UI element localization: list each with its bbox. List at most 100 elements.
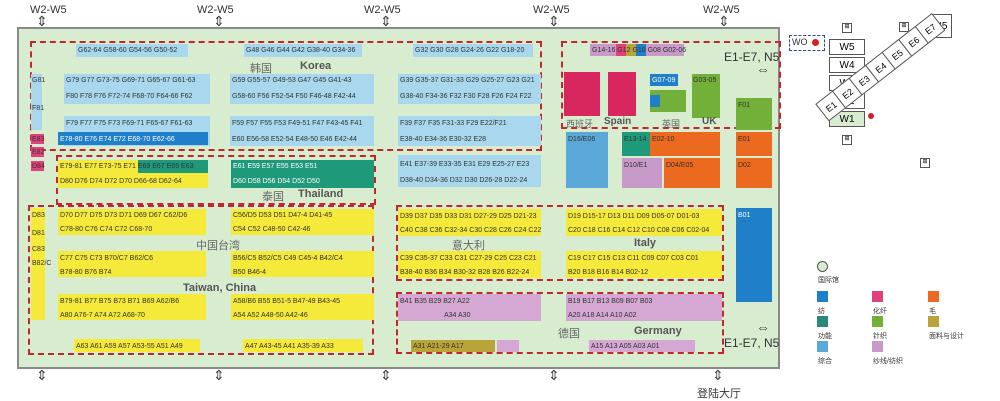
korea-booths[interactable]: [413, 44, 533, 57]
taiwan-booth-col[interactable]: [31, 208, 45, 320]
booth[interactable]: [664, 158, 720, 188]
thailand-label: Thailand: [298, 188, 344, 200]
booth-row: A80 A76-7 A74 A72 A68-70: [60, 312, 145, 319]
booth-row: A20 A18 A14 A10 A02: [568, 312, 637, 319]
korea-booths[interactable]: [398, 155, 541, 187]
legend-label: 面料与设计: [929, 333, 964, 340]
italy-booths[interactable]: [566, 209, 722, 236]
korea-booths[interactable]: [398, 116, 541, 146]
taiwan-booths[interactable]: [58, 294, 206, 320]
booth[interactable]: [636, 44, 646, 56]
spain-booths[interactable]: [608, 72, 636, 116]
italy-booths[interactable]: [398, 209, 541, 236]
gate-label: W2-W5: [197, 4, 234, 16]
booth-strip[interactable]: [411, 340, 495, 352]
thailand-booths[interactable]: [138, 160, 208, 173]
booth-row: C39 C35-37 C33 C31 C27-29 C25 C23 C21: [400, 255, 537, 262]
booth-row: G32 G30 G28 G24-26 G22 G18-20: [415, 47, 525, 54]
legend-label: 功能: [818, 333, 832, 340]
booth-row: C77 C75 C73 B70/C7 B62/C6: [60, 255, 153, 262]
italy-booths[interactable]: [566, 251, 722, 278]
wo-label: WO: [792, 37, 808, 47]
uk-booths[interactable]: [692, 74, 720, 118]
booth[interactable]: [31, 74, 42, 130]
uk-label: UK: [702, 116, 717, 127]
taiwan-booths[interactable]: [231, 294, 374, 320]
booth-row: F39 F37 F35 F31-33 F29 E22/F21: [400, 120, 507, 127]
booth[interactable]: [622, 158, 662, 188]
taiwan-booths[interactable]: [58, 209, 206, 235]
booth[interactable]: [497, 340, 519, 352]
korea-label: Korea: [300, 60, 332, 72]
booth[interactable]: [736, 132, 772, 156]
italy-booths[interactable]: [398, 251, 541, 278]
booth[interactable]: [31, 147, 44, 157]
booth-label: E83: [32, 136, 45, 143]
germany-booths[interactable]: [398, 294, 541, 321]
legend-label: 针织: [873, 333, 887, 340]
booth-label: G03-05: [693, 77, 717, 84]
booth-row: G79 G77 G73-75 G69-71 G65-67 G61-63: [66, 77, 196, 84]
germany-booths[interactable]: [566, 294, 722, 321]
booth-row: D70 D77 D75 D73 D71 D69 D67 C62/D6: [60, 212, 188, 219]
booth-row: D39 D37 D35 D33 D31 D27-29 D25 D21-23: [400, 213, 537, 220]
legend-swatch: [872, 341, 883, 352]
booth-label: D16/E06: [568, 136, 596, 143]
gate-arrow-icon: ⇕: [380, 367, 392, 383]
booth-row: B19 B17 B13 B09 B07 B03: [568, 298, 653, 305]
korea-label-cn: 韩国: [250, 63, 272, 75]
legend-swatch: [928, 291, 939, 302]
booth-row: A15 A13 A05 A03 A01: [591, 343, 660, 350]
booth-row: G39 G35-37 G31-33 G29 G25-27 G23 G21: [400, 77, 535, 84]
thailand-booths[interactable]: [231, 160, 374, 188]
booth-label: D84: [32, 163, 45, 170]
booth[interactable]: [616, 44, 626, 56]
taiwan-label: Taiwan, China: [183, 282, 257, 294]
taiwan-booths[interactable]: [231, 209, 374, 235]
booth[interactable]: [736, 98, 772, 130]
legend-swatch: [928, 316, 939, 327]
korea-booths[interactable]: [398, 74, 541, 104]
booth[interactable]: [566, 132, 608, 188]
booth-row: A34 A30: [444, 312, 471, 319]
booth-strip[interactable]: [58, 132, 208, 145]
legend-title: 国际馆: [818, 277, 839, 284]
booth[interactable]: [650, 132, 720, 156]
legend-label: 化纤: [873, 308, 887, 315]
booth-row: A54 A52 A48-50 A42-46: [233, 312, 308, 319]
korea-booths[interactable]: [64, 74, 210, 104]
taiwan-booths[interactable]: [243, 339, 363, 352]
booth-row: G58-60 F56 F52-54 F50 F46-48 F42-44: [232, 93, 356, 100]
hall-w5[interactable]: W5: [829, 39, 865, 55]
booth[interactable]: [650, 95, 660, 107]
booth[interactable]: [626, 44, 636, 56]
booth[interactable]: [622, 132, 650, 156]
booth-row: E38-40 E34-36 E30-32 E28: [400, 136, 487, 143]
gate-arrow-icon: ⇔: [756, 319, 770, 335]
booth[interactable]: [650, 74, 678, 86]
booth-row: C54 C52 C48-50 C42-46: [233, 226, 311, 233]
italy-pavilion-border: [396, 205, 724, 281]
taiwan-booths[interactable]: [231, 251, 374, 277]
gate-label: W2-W5: [364, 4, 401, 16]
spain-booths[interactable]: [564, 72, 600, 116]
booth[interactable]: [31, 134, 44, 144]
germany-label-cn: 德国: [558, 328, 580, 340]
thailand-label-cn: 泰国: [262, 191, 284, 203]
taiwan-booths[interactable]: [74, 339, 200, 352]
booth[interactable]: [31, 161, 44, 171]
booth-label: G07-09: [652, 77, 676, 84]
booth-label: F01: [738, 102, 751, 109]
korea-booths[interactable]: [230, 74, 374, 104]
korea-booths[interactable]: [244, 44, 362, 57]
booth-row: C20 C18 C16 C14 C12 C10 C08 C06 C02-04: [568, 227, 710, 234]
korea-booths[interactable]: [76, 44, 188, 57]
booth[interactable]: [736, 208, 772, 302]
germany-booths[interactable]: [589, 340, 695, 352]
booth[interactable]: [736, 158, 772, 188]
taiwan-booths[interactable]: [58, 251, 206, 277]
booth-row: B78-80 B76 B74: [60, 269, 112, 276]
booth-row: G59 G55-57 G49-53 G47 G45 G41-43: [232, 77, 352, 84]
wo-box[interactable]: [789, 35, 825, 51]
korea-booths[interactable]: [230, 116, 374, 146]
